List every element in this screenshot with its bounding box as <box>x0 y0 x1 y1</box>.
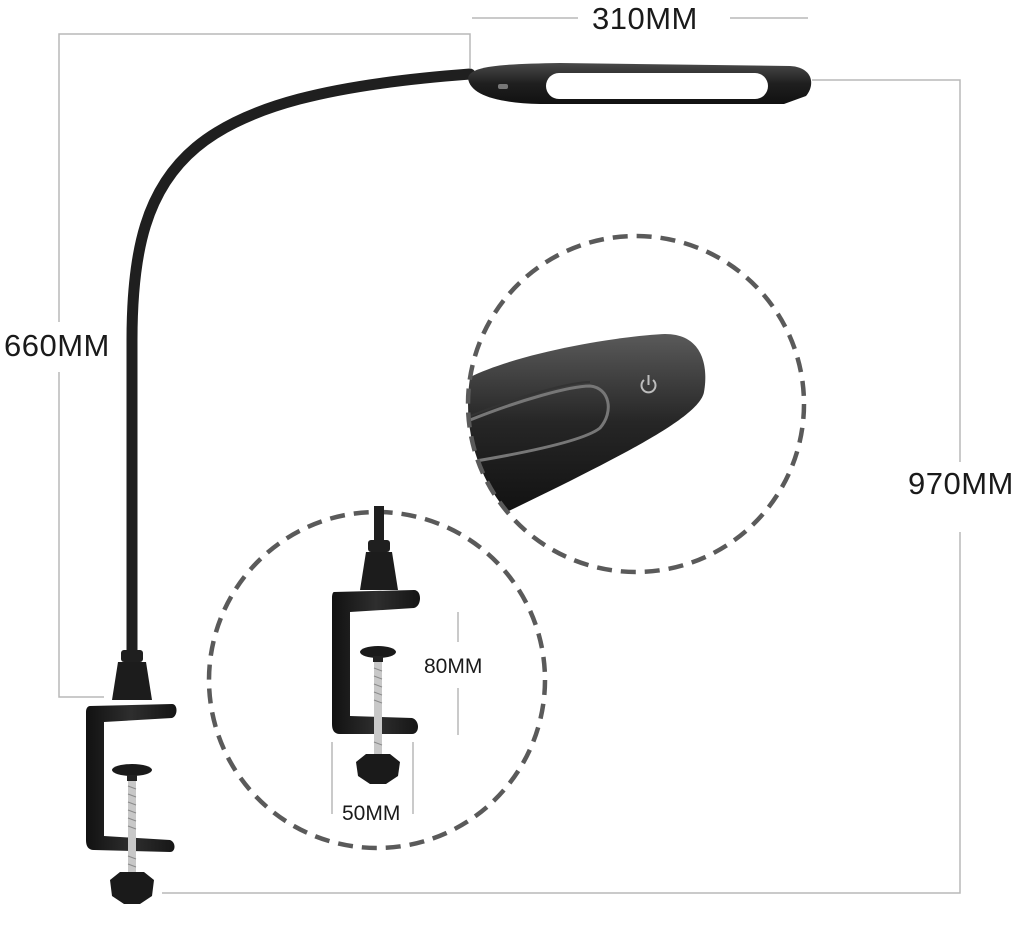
clamp-pad <box>112 764 152 776</box>
clamp-detail-circle <box>206 509 548 851</box>
lamp-head-button <box>498 84 508 89</box>
total-height-line-top <box>812 79 961 462</box>
dimension-lines <box>58 17 961 894</box>
clamp-knob <box>110 872 154 904</box>
lamp-head <box>468 63 812 104</box>
clamp-screw <box>128 781 136 877</box>
arm-height-label: 660MM <box>4 328 110 363</box>
clamp-detail <box>206 506 548 851</box>
clamp-depth-label: 50MM <box>342 802 401 825</box>
power-button-detail <box>465 233 807 575</box>
desk-clamp <box>86 704 177 904</box>
power-icon <box>640 375 657 394</box>
desk-lamp <box>86 63 812 904</box>
gooseneck-arm <box>126 68 476 664</box>
light-panel <box>546 73 768 99</box>
arm-height-line-bottom <box>58 372 104 698</box>
total-height-line-bottom <box>162 532 961 894</box>
base-collar <box>112 650 152 700</box>
total-height-label: 970MM <box>908 466 1014 501</box>
arm-height-line-top <box>58 33 471 322</box>
clamp-opening-label: 80MM <box>424 655 483 678</box>
head-width-label: 310MM <box>592 1 698 36</box>
power-detail-circle <box>465 233 807 575</box>
